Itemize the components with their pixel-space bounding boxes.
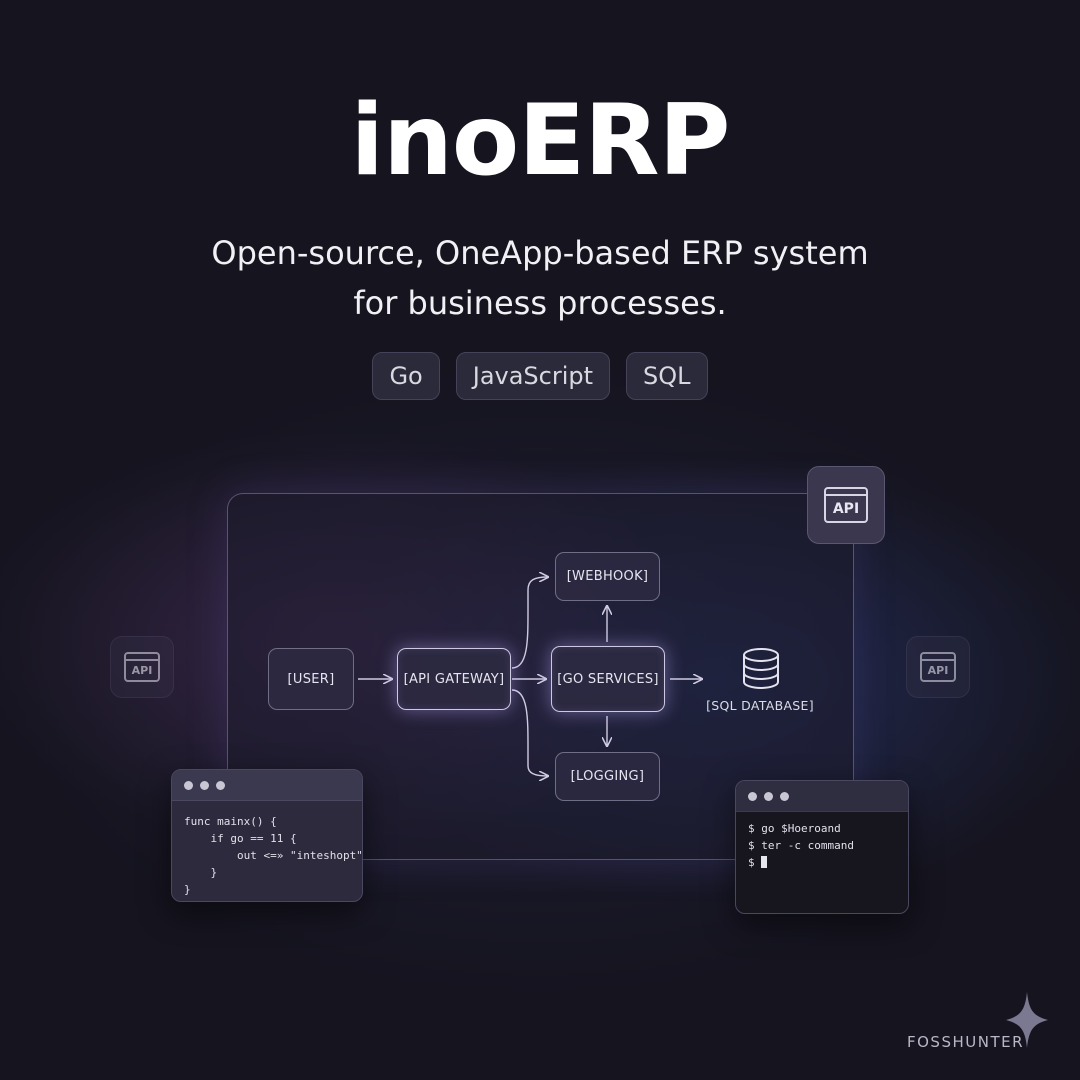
code-line: out <=» "inteshopt" (184, 849, 363, 862)
window-dot (184, 780, 193, 790)
arrow-gateway-logging (511, 689, 548, 776)
code-window-titlebar (172, 770, 362, 801)
code-line: } (184, 866, 218, 879)
node-sql-database-label: [SQL DATABASE] (706, 698, 814, 713)
code-line: } (184, 883, 191, 896)
api-tile-main-label: API (832, 501, 860, 517)
api-tile-right-label: API (927, 664, 949, 677)
tech-tags: Go JavaScript SQL (0, 352, 1080, 400)
terminal-prompt: $ (748, 856, 762, 869)
sparkle-icon (1006, 992, 1048, 1048)
terminal-titlebar (736, 781, 908, 812)
window-dot (216, 780, 225, 790)
node-user: [USER] (268, 648, 354, 710)
terminal-window: $ go $Hoeroand $ ter -c command $ (735, 780, 909, 914)
node-go-services: [GO SERVICES] (551, 646, 665, 712)
api-tile-left-label: API (131, 664, 153, 677)
terminal-output: $ go $Hoeroand $ ter -c command $ (736, 812, 908, 879)
subtitle-line-1: Open-source, OneApp-based ERP system (211, 234, 869, 272)
terminal-line: $ go $Hoeroand (748, 822, 841, 835)
window-dot (764, 791, 773, 801)
terminal-line: $ (748, 854, 896, 871)
terminal-line: $ ter -c command (748, 839, 854, 852)
page-title: inoERP (350, 84, 731, 198)
database-icon (743, 648, 779, 689)
node-api-gateway: [API GATEWAY] (397, 648, 511, 710)
tag-sql: SQL (626, 352, 708, 400)
code-snippet: func mainx() { if go == 11 { out <=» "in… (172, 801, 363, 901)
node-logging: [LOGGING] (555, 752, 660, 801)
window-dot (748, 791, 757, 801)
window-dot (200, 780, 209, 790)
brand-name: FOSSHUNTER (907, 1033, 1025, 1051)
api-tile-main: API (807, 466, 885, 544)
code-window: func mainx() { if go == 11 { out <=» "in… (171, 769, 363, 902)
node-webhook: [WEBHOOK] (555, 552, 660, 601)
code-line: if go == 11 { (184, 832, 297, 845)
arrow-gateway-webhook (511, 577, 548, 669)
window-dot (780, 791, 789, 801)
tag-javascript: JavaScript (455, 352, 611, 400)
api-tile-left: API (110, 636, 174, 698)
subtitle: Open-source, OneApp-based ERP system for… (0, 228, 1080, 328)
cursor-icon (761, 856, 768, 868)
code-line: func mainx() { (184, 815, 277, 828)
api-tile-right: API (906, 636, 970, 698)
subtitle-line-2: for business processes. (353, 284, 727, 322)
tag-go: Go (372, 352, 440, 400)
